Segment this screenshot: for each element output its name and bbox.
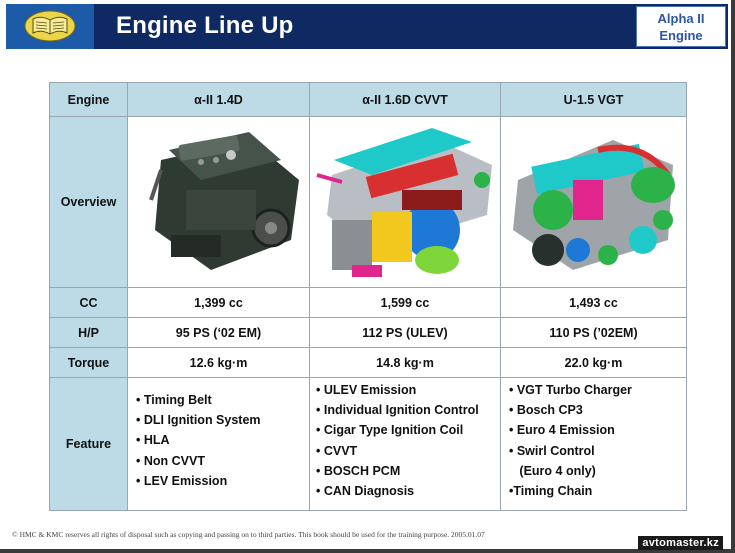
row-label-overview: Overview	[49, 116, 128, 288]
engine-2-image	[316, 128, 492, 277]
features-engine-2: • ULEV Emission • Individual Ignition Co…	[309, 377, 501, 511]
list-item: • Timing Belt	[136, 393, 212, 407]
list-item: • Bosch CP3	[509, 403, 583, 418]
list-item: •Timing Chain	[509, 484, 593, 499]
list-item: • LEV Emission	[136, 473, 228, 488]
header-engine-2: α-II 1.6D CVVT	[309, 82, 501, 117]
cc-engine-2: 1,599 cc	[309, 287, 501, 318]
row-label-feature: Feature	[49, 377, 128, 511]
badge-line-2: Engine	[659, 28, 703, 43]
table-row-torque: Torque 12.6 kg·m 14.8 kg·m 22.0 kg·m	[49, 347, 687, 378]
list-item: • CVVT	[316, 443, 358, 458]
table-row-overview: Overview	[49, 116, 687, 288]
logo	[6, 4, 94, 49]
header-engine-label: Engine	[49, 82, 128, 117]
open-book-icon	[24, 10, 76, 42]
hp-engine-1: 95 PS (‘02 EM)	[127, 317, 310, 348]
engine-lineup-table: Engine α-II 1.4D α-II 1.6D CVVT U-1.5 VG…	[49, 82, 687, 511]
row-label-cc: CC	[49, 287, 128, 318]
features-engine-1: • Timing Belt • DLI Ignition System • HL…	[127, 377, 310, 511]
engine-badge: Alpha II Engine	[636, 6, 726, 47]
table-row-cc: CC 1,399 cc 1,599 cc 1,493 cc	[49, 287, 687, 318]
engine-image-3	[500, 116, 687, 288]
list-item: • VGT Turbo Charger	[509, 383, 632, 397]
engine-3-image	[512, 140, 675, 270]
row-label-hp: H/P	[49, 317, 128, 348]
slide-header: Engine Line Up Alpha II Engine	[6, 4, 728, 49]
engine-image-1	[127, 116, 310, 288]
cc-engine-3: 1,493 cc	[500, 287, 687, 318]
list-item: • BOSCH PCM	[316, 463, 401, 478]
hp-engine-3: 110 PS (’02EM)	[500, 317, 687, 348]
torque-engine-3: 22.0 kg·m	[500, 347, 687, 378]
page-title: Engine Line Up	[116, 12, 294, 39]
row-label-torque: Torque	[49, 347, 128, 378]
torque-engine-1: 12.6 kg·m	[127, 347, 310, 378]
list-item: • Euro 4 Emission	[509, 423, 615, 438]
engine-image-2	[309, 116, 501, 288]
torque-engine-2: 14.8 kg·m	[309, 347, 501, 378]
features-engine-3: • VGT Turbo Charger • Bosch CP3 • Euro 4…	[500, 377, 687, 511]
list-item: • ULEV Emission	[316, 383, 417, 397]
badge-line-1: Alpha II	[657, 11, 705, 26]
list-item: • CAN Diagnosis	[316, 484, 415, 499]
list-item: • Individual Ignition Control	[316, 403, 479, 418]
list-item: (Euro 4 only)	[509, 463, 596, 478]
list-item: • HLA	[136, 433, 170, 448]
list-item: • Cigar Type Ignition Coil	[316, 423, 464, 438]
list-item: • Swirl Control	[509, 443, 595, 458]
table-row-feature: Feature • Timing Belt • DLI Ignition Sys…	[49, 377, 687, 511]
hp-engine-2: 112 PS (ULEV)	[309, 317, 501, 348]
watermark: avtomaster.kz	[638, 536, 723, 550]
table-header-row: Engine α-II 1.4D α-II 1.6D CVVT U-1.5 VG…	[49, 82, 687, 117]
copyright-footer: © HMC & KMC reserves all rights of dispo…	[12, 530, 485, 539]
header-engine-3: U-1.5 VGT	[500, 82, 687, 117]
engine-1-image	[148, 132, 299, 270]
cc-engine-1: 1,399 cc	[127, 287, 310, 318]
list-item: • Non CVVT	[136, 453, 205, 468]
table-row-hp: H/P 95 PS (‘02 EM) 112 PS (ULEV) 110 PS …	[49, 317, 687, 348]
header-engine-1: α-II 1.4D	[127, 82, 310, 117]
list-item: • DLI Ignition System	[136, 413, 261, 428]
